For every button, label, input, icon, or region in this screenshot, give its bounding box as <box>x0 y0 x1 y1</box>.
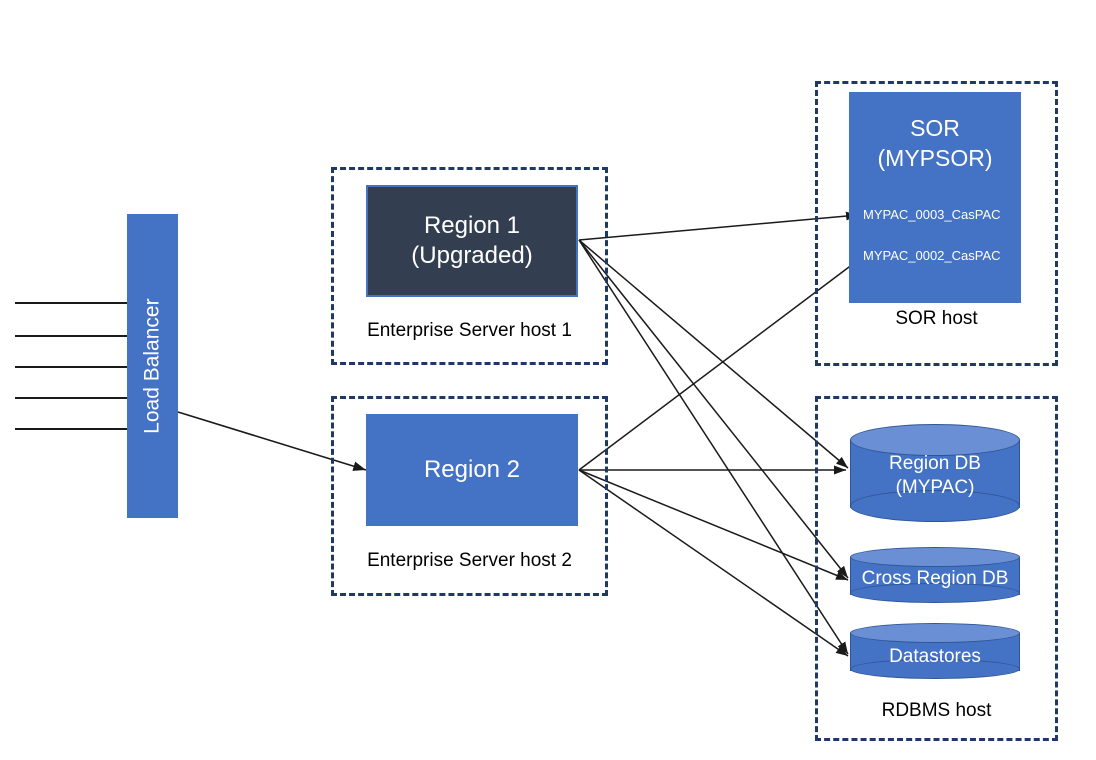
rdbms-host-container <box>815 396 1058 741</box>
database-cylinder-datastores[interactable]: Datastores <box>850 623 1020 681</box>
region-1-node-text: Region 1 (Upgraded) <box>411 211 532 271</box>
database-label-cross-region-db: Cross Region DB <box>850 567 1020 591</box>
region-2-node[interactable]: Region 2 <box>366 414 578 526</box>
database-label-region-db: Region DB (MYPAC) <box>850 452 1020 500</box>
sor-title-line-1: SOR <box>910 115 960 141</box>
sor-node[interactable]: SOR (MYPSOR) MYPAC_0003_CasPAC MYPAC_000… <box>849 92 1021 303</box>
enterprise-server-host-2-container <box>331 396 608 596</box>
cylinder-bottom-ellipse <box>850 659 1020 679</box>
region-1-node[interactable]: Region 1 (Upgraded) <box>366 185 578 297</box>
cross-region-db-line-1: Cross Region DB <box>861 568 1009 589</box>
cylinder-bottom-ellipse <box>850 583 1020 603</box>
region-2-node-text: Region 2 <box>424 455 520 485</box>
cylinder-top-ellipse <box>850 623 1020 643</box>
sor-node-title: SOR (MYPSOR) <box>849 114 1021 174</box>
load-balancer-label: Load Balancer <box>140 298 164 434</box>
enterprise-server-host-1-container <box>331 167 608 365</box>
cylinder-top-ellipse <box>850 547 1020 567</box>
cylinder-bottom-ellipse <box>850 490 1020 522</box>
enterprise-server-host-2-label: Enterprise Server host 2 <box>367 550 572 571</box>
enterprise-server-host-1-label: Enterprise Server host 1 <box>367 320 572 341</box>
sor-entry-mypac-0002[interactable]: MYPAC_0002_CasPAC <box>863 248 1001 263</box>
sor-entry-mypac-0003[interactable]: MYPAC_0003_CasPAC <box>863 207 1001 222</box>
region-db-line-2: (MYPAC) <box>895 476 975 498</box>
database-cylinder-cross-region-db[interactable]: Cross Region DB <box>850 547 1020 605</box>
load-balancer-node[interactable]: Load Balancer <box>127 214 178 518</box>
sor-host-label: SOR host <box>895 308 978 329</box>
cylinder-top-ellipse <box>850 424 1020 456</box>
sor-host-container <box>815 81 1058 366</box>
region-1-line-2: (Upgraded) <box>411 242 533 269</box>
database-label-datastores: Datastores <box>850 645 1020 669</box>
client-inbound-lines <box>15 301 127 431</box>
rdbms-host-label: RDBMS host <box>881 700 992 721</box>
datastores-line-1: Datastores <box>889 646 981 667</box>
region-db-line-1: Region DB <box>889 453 981 474</box>
region-2-line-1: Region 2 <box>423 456 521 483</box>
sor-title-line-2: (MYPSOR) <box>877 144 993 171</box>
database-cylinder-region-db[interactable]: Region DB (MYPAC) <box>850 424 1020 524</box>
region-1-line-1: Region 1 <box>423 212 521 239</box>
